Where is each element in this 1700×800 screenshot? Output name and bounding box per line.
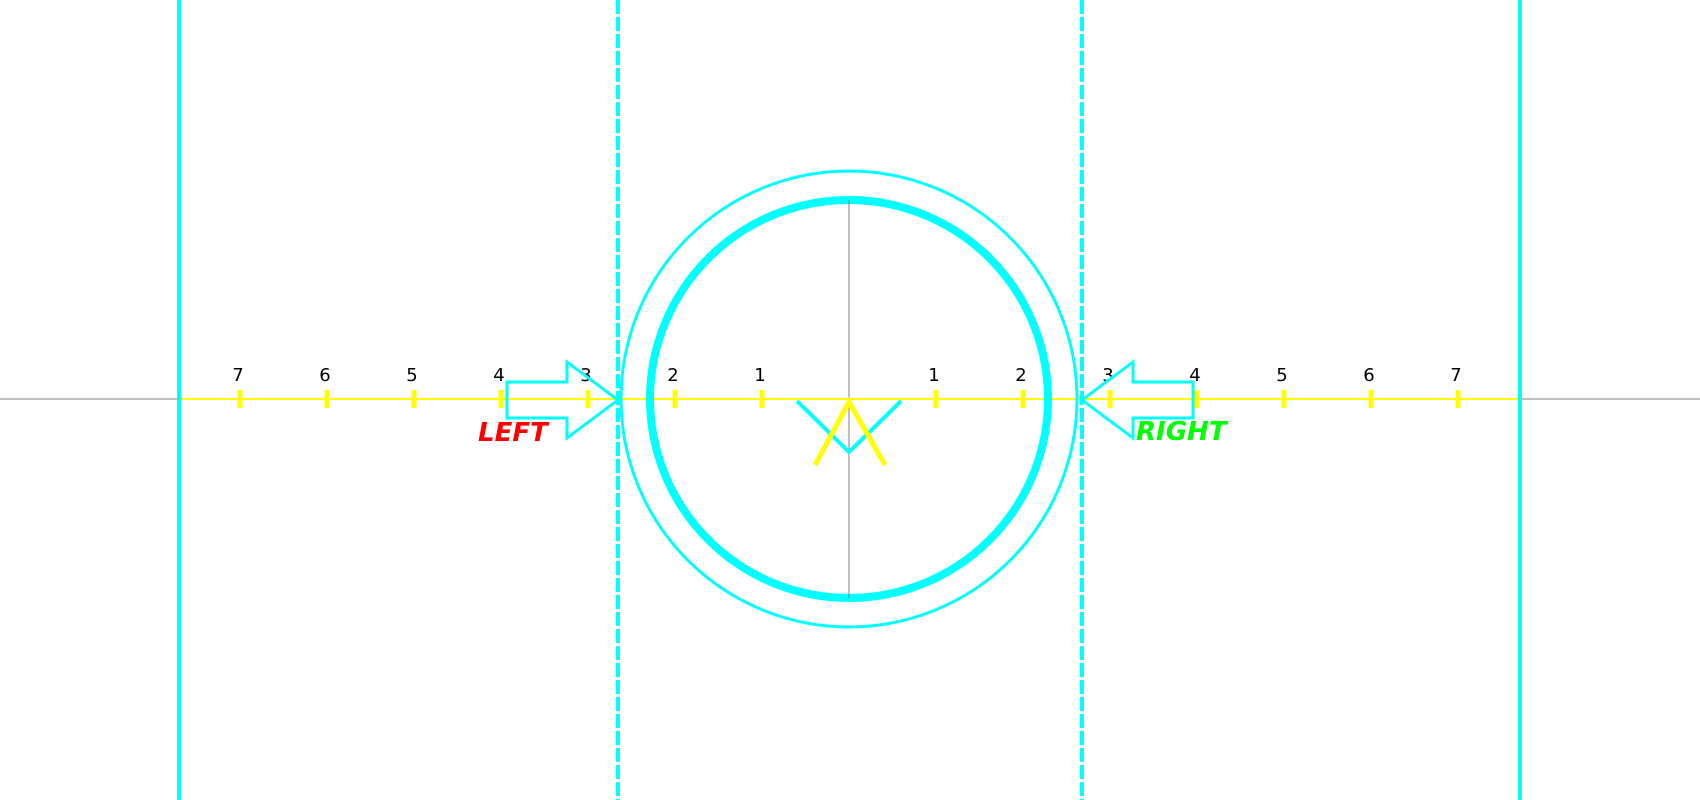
left-label: LEFT — [478, 418, 550, 448]
ruler-tick-label-left-7: 7 — [232, 365, 243, 386]
ruler-tick-label-left-5: 5 — [406, 365, 417, 386]
ruler-tick-label-right-5: 5 — [1276, 365, 1287, 386]
ruler-tick-label-right-4: 4 — [1189, 365, 1200, 386]
ruler-ticks-right: 1 2 3 4 5 6 7 — [928, 365, 1462, 408]
ruler-tick-label-right-7: 7 — [1450, 365, 1461, 386]
ruler-tick-label-right-3: 3 — [1102, 365, 1113, 386]
ruler-tick-label-left-2: 2 — [667, 365, 678, 386]
v-marker-icon — [795, 396, 903, 467]
ruler-tick-label-right-2: 2 — [1015, 365, 1026, 386]
ruler-tick-label-left-6: 6 — [319, 365, 330, 386]
ruler-tick-label-right-6: 6 — [1363, 365, 1374, 386]
outer-circle — [619, 169, 1079, 629]
ruler-tick-label-left-1: 1 — [754, 365, 765, 386]
ruler-tick-label-right-1: 1 — [928, 365, 939, 386]
right-label: RIGHT — [1136, 417, 1229, 447]
arrow-right-icon — [505, 359, 621, 441]
ruler-tick-label-left-4: 4 — [493, 365, 504, 386]
arrow-left-icon — [1079, 359, 1195, 441]
